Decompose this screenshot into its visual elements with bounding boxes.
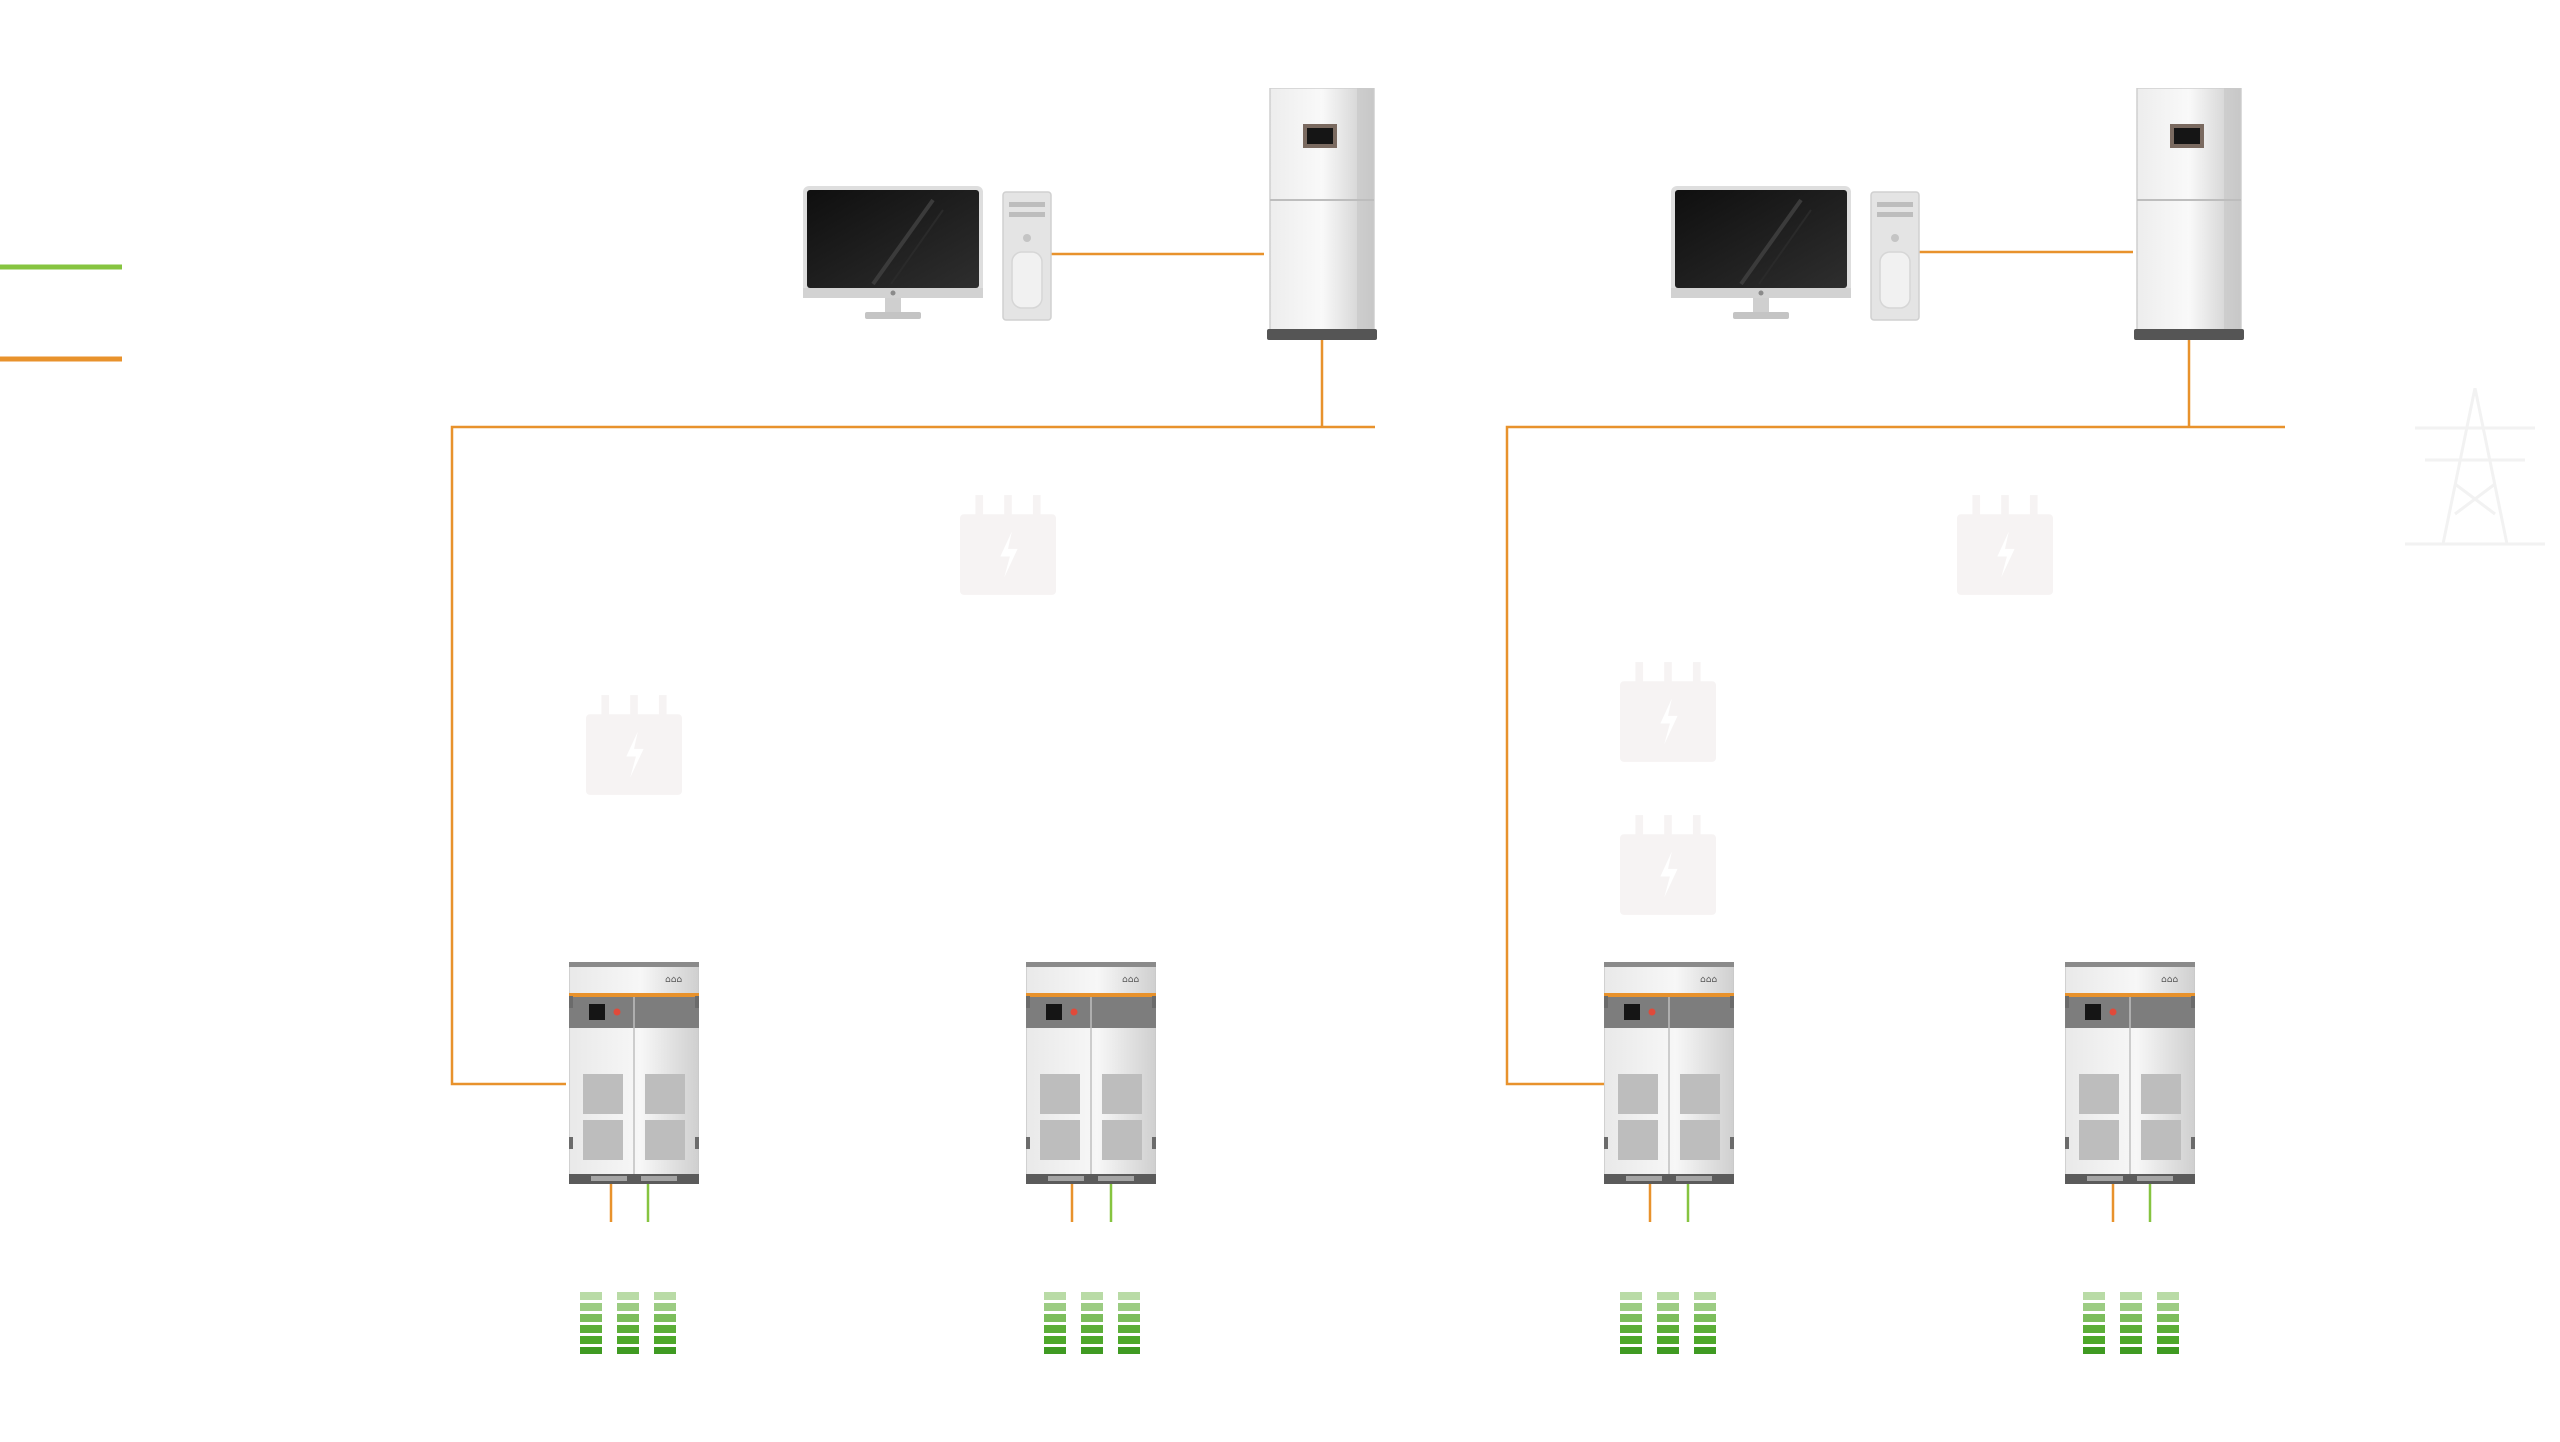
pcs-cabinet-icon — [569, 962, 699, 1184]
desktop-computer-icon — [1671, 186, 1921, 322]
communication-lines — [450, 250, 2285, 1222]
pcs-cabinet-icon — [1604, 962, 1734, 1184]
desktop-computer-icon — [803, 186, 1053, 322]
transformer-icon — [1957, 495, 2053, 595]
battery-rack-icon — [1044, 1292, 1140, 1354]
transformer-icon — [1620, 662, 1716, 762]
transformer-icon — [960, 495, 1056, 595]
transformer-icon — [586, 695, 682, 795]
battery-rack-icon — [1620, 1292, 1716, 1354]
battery-rack-icon — [2083, 1292, 2179, 1354]
system-1 — [569, 88, 1377, 1354]
background-icons — [586, 388, 2545, 915]
energy-management-controller-icon — [2134, 88, 2244, 340]
energy-management-controller-icon — [1267, 88, 1377, 340]
comm-bus-2 — [1505, 425, 2285, 1086]
transmission-tower-icon — [2405, 388, 2545, 546]
battery-rack-icon — [580, 1292, 676, 1354]
pcs-cabinet-icon — [1026, 962, 1156, 1184]
pcs-cabinet-icon — [2065, 962, 2195, 1184]
power-lines — [646, 1178, 2152, 1222]
legend — [0, 264, 122, 362]
transformer-icon — [1620, 815, 1716, 915]
comm-bus-1 — [450, 425, 1375, 1086]
